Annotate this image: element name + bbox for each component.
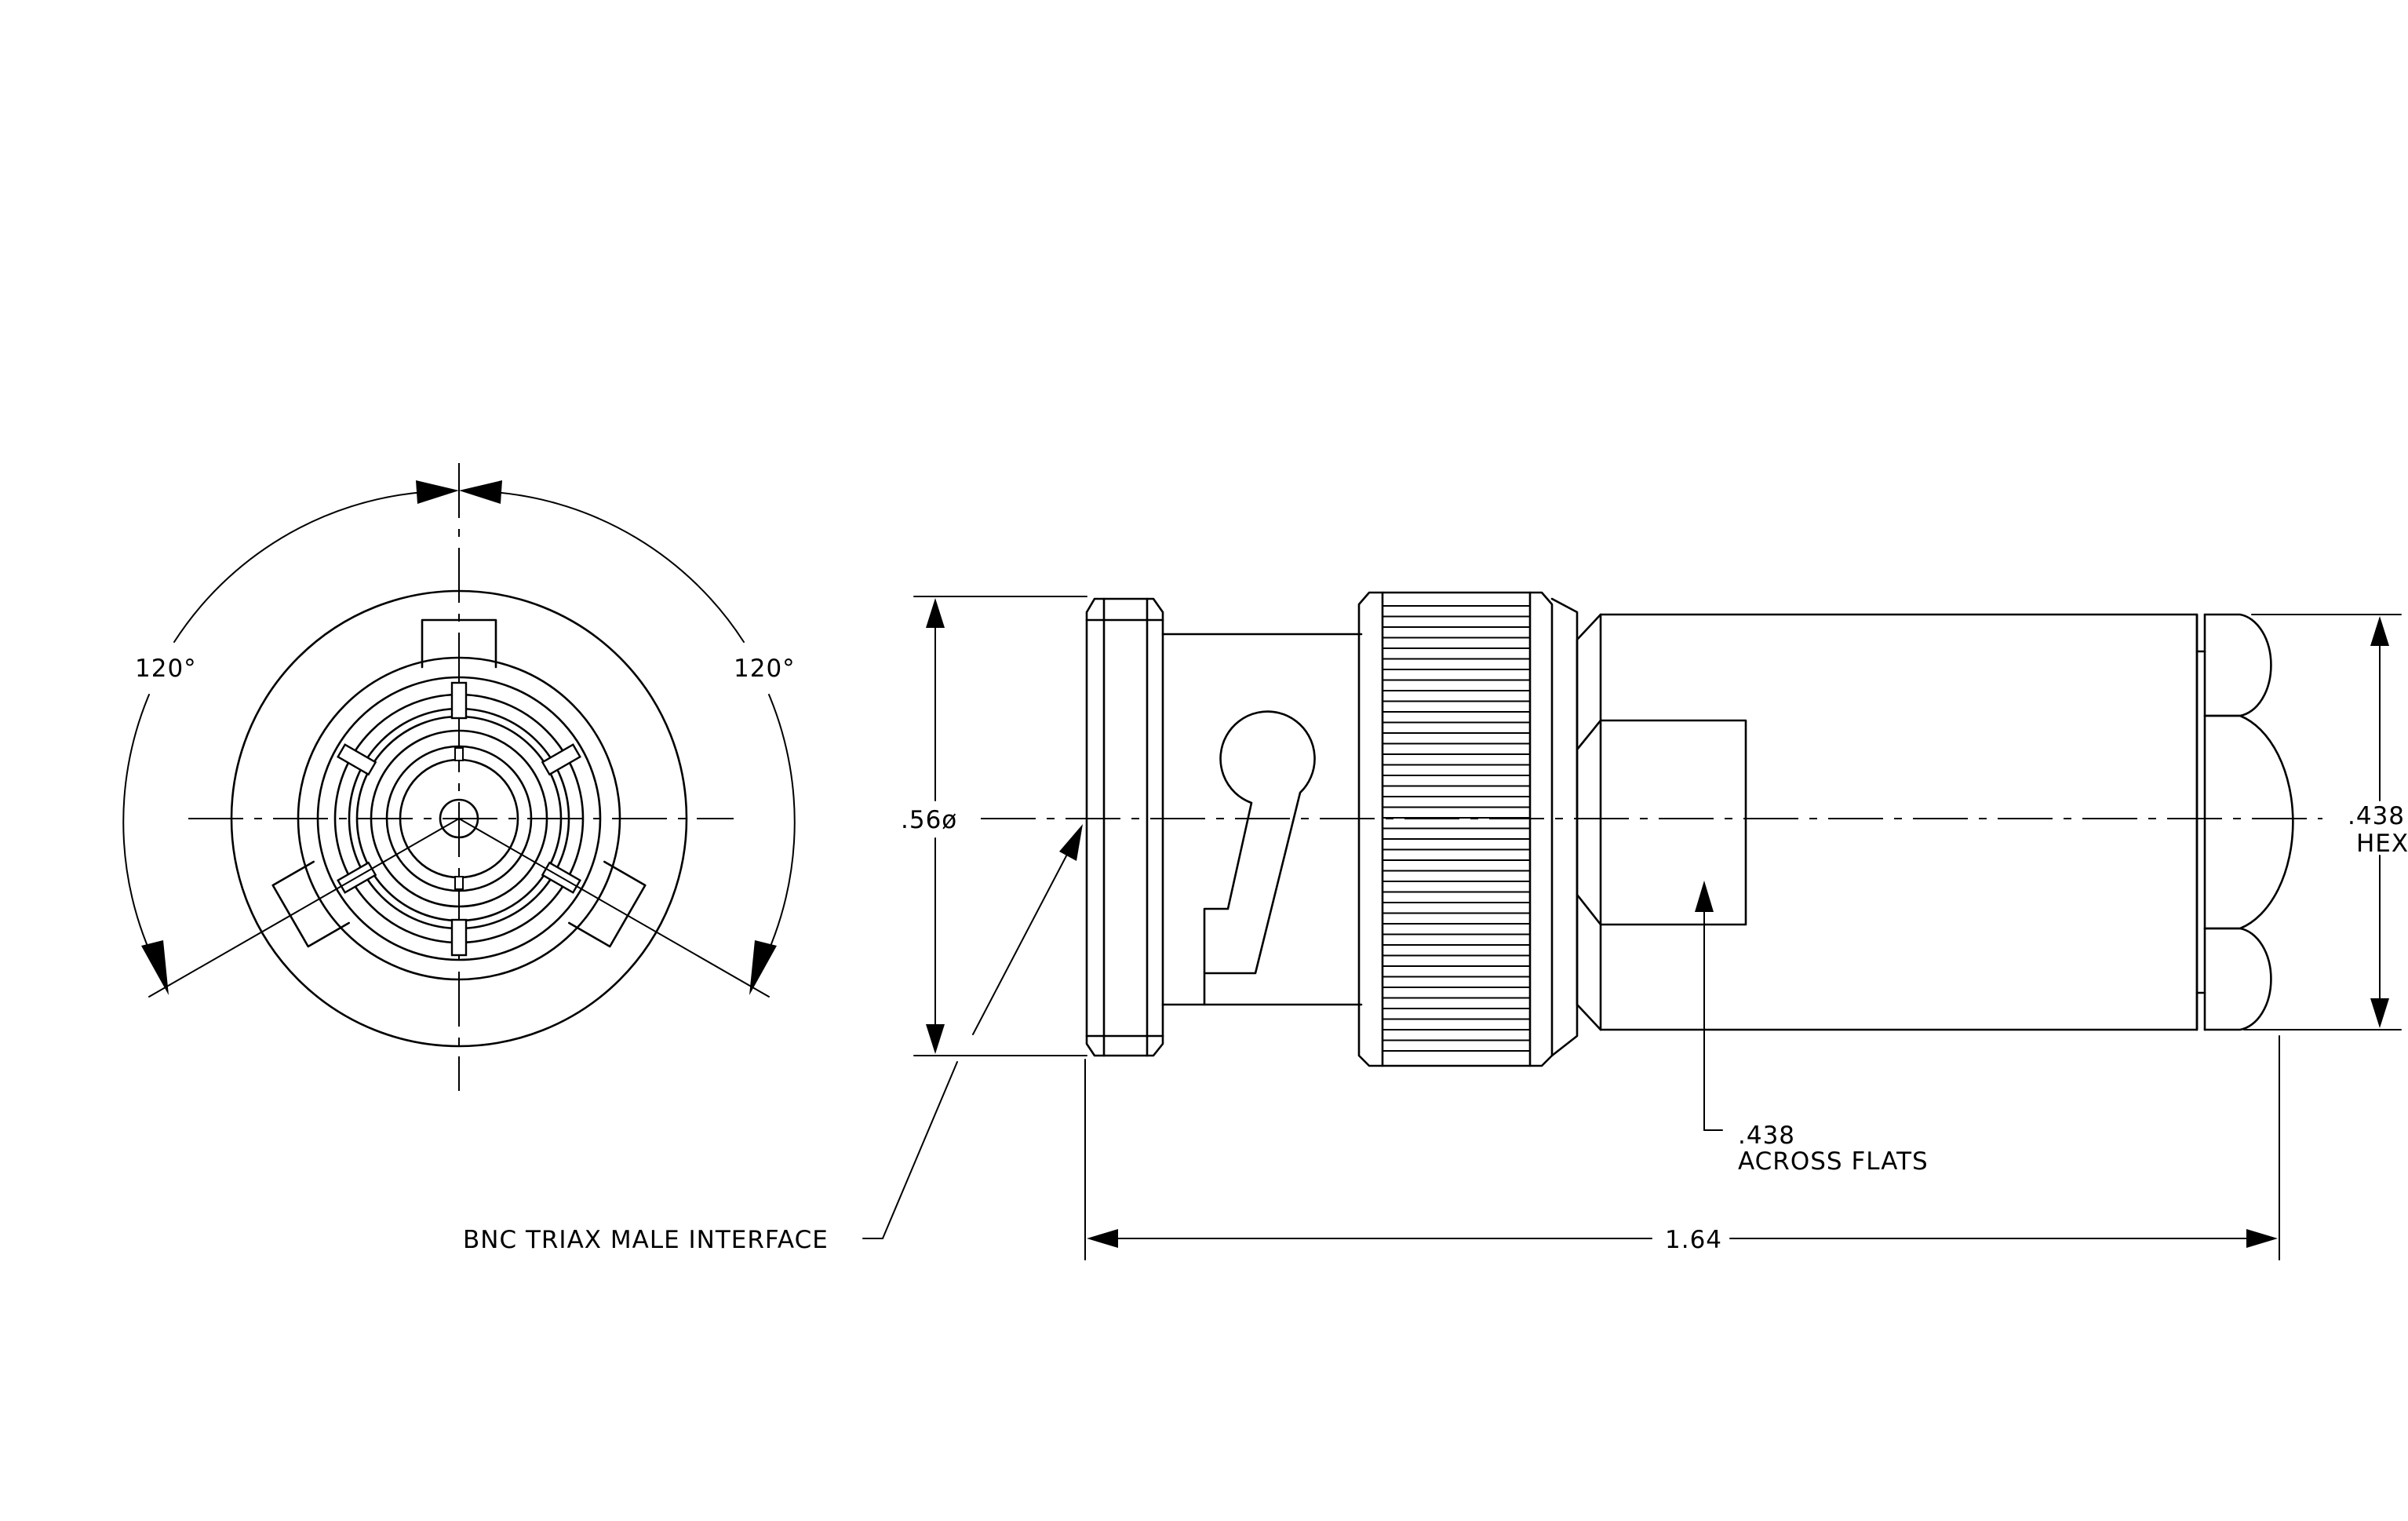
diameter-label: .56ø — [901, 806, 957, 834]
knurl-lines — [1383, 605, 1530, 1052]
hex-value: .438 — [2348, 802, 2405, 830]
arrowhead — [2370, 998, 2389, 1028]
bayonet-sleeve — [1161, 633, 1363, 1006]
arrowhead — [2246, 1229, 2278, 1248]
length-label: 1.64 — [1665, 1226, 1722, 1254]
hex-chamfer — [1576, 613, 1602, 1031]
hex-nut-facet-bottom — [2203, 927, 2272, 1031]
interface-label: BNC TRIAX MALE INTERFACE — [463, 1226, 829, 1254]
interface-leader-lower — [882, 1061, 958, 1239]
flats-label: ACROSS FLATS — [1738, 1147, 1929, 1176]
arrowhead — [459, 480, 502, 504]
hex-flat — [1599, 719, 1747, 926]
arrowhead — [749, 940, 777, 995]
contact-ring-outer — [385, 745, 533, 892]
front-flange — [1085, 597, 1164, 1057]
center-pin — [439, 798, 479, 839]
angle-ray-right — [458, 818, 770, 998]
arrowhead — [1059, 824, 1083, 861]
bayonet-j-slot — [1203, 710, 1316, 1006]
arrowhead — [141, 940, 169, 995]
arrowhead — [1087, 1229, 1118, 1248]
knurled-coupling-nut — [1357, 591, 1554, 1067]
hex-label: HEX — [2356, 830, 2408, 858]
hex-nut-facet-middle — [2203, 714, 2294, 930]
angle-label-right: 120° — [734, 655, 796, 683]
angle-label-left: 120° — [135, 655, 197, 683]
arrowhead — [1695, 881, 1714, 912]
front-view: 120° 120° — [122, 463, 796, 1091]
hex-nut-facet-top — [2203, 613, 2272, 717]
main-body — [1599, 613, 2199, 1031]
angle-arc-top-left — [173, 491, 424, 643]
flats-value: .438 — [1738, 1122, 1795, 1150]
outer-coupling-circle — [230, 589, 688, 1048]
top-key-tab — [421, 618, 497, 669]
arrowhead — [416, 480, 459, 504]
arrowhead — [926, 1024, 945, 1054]
intermediate-ring — [370, 729, 548, 908]
bayonet-ring-inner — [316, 676, 602, 961]
arrowhead — [2370, 616, 2389, 646]
angle-ray-left — [148, 818, 460, 998]
interface-leader-upper — [972, 831, 1080, 1035]
arrowhead — [926, 598, 945, 628]
nut-back-ring — [1550, 597, 1579, 1057]
bayonet-ring-outer — [297, 656, 621, 981]
angle-arc-top-right — [494, 491, 745, 643]
side-view: .56ø .438 HEX .438 ACROSS FLATS 1.64 BNC… — [463, 591, 2408, 1260]
